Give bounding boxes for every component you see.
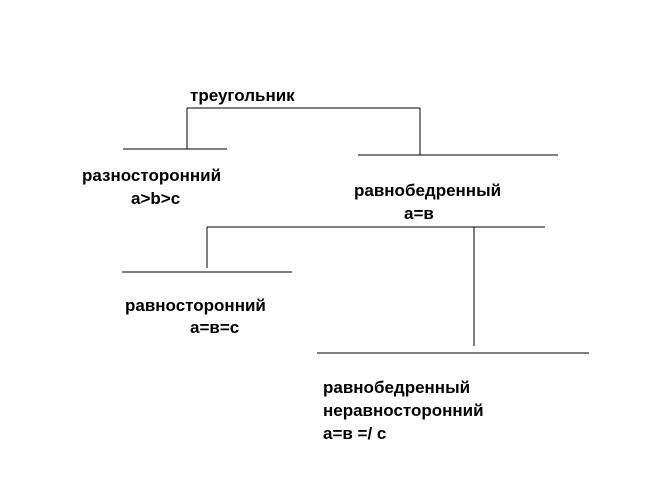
equilateral-formula: a=в=c <box>190 318 240 337</box>
isosceles-non-equilateral-line2: неравносторонний <box>323 401 484 420</box>
root-title: треугольник <box>190 86 295 105</box>
scalene-formula: a>b>c <box>131 189 181 208</box>
isosceles-formula: a=в <box>404 204 434 223</box>
isosceles-name: равнобедренный <box>354 181 502 200</box>
scalene-name: разносторонний <box>82 166 222 185</box>
equilateral-name: равносторонний <box>125 296 266 315</box>
isosceles-non-equilateral-formula: a=в =/ c <box>323 424 387 443</box>
isosceles-non-equilateral-line1: равнобедренный <box>323 378 471 397</box>
